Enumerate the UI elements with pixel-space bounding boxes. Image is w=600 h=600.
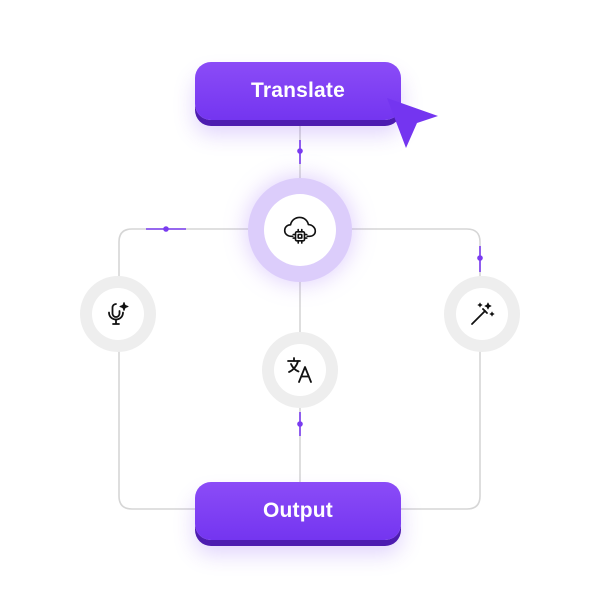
connector-dot <box>163 226 169 232</box>
connector-right-to-output <box>401 340 481 510</box>
magic-wand-icon <box>471 302 495 325</box>
connector-left-to-output <box>118 340 195 510</box>
output-button[interactable]: Output <box>195 482 401 540</box>
connector-dot <box>477 255 483 261</box>
microphone-sparkle-icon <box>108 302 129 325</box>
translate-language-node[interactable] <box>274 344 326 396</box>
microphone-sparkle-node[interactable] <box>92 288 144 340</box>
translate-button-label: Translate <box>250 79 345 102</box>
cloud-chip-icon <box>283 216 317 244</box>
connector-cloud-to-left <box>118 228 264 288</box>
translate-button[interactable]: Translate <box>195 62 401 120</box>
cursor-arrow-icon <box>387 98 438 148</box>
magic-wand-node[interactable] <box>456 288 508 340</box>
connector-dot <box>297 421 303 427</box>
connector-dot <box>297 148 303 154</box>
output-button-label: Output <box>262 499 333 522</box>
cloud-chip-node[interactable] <box>264 194 336 266</box>
connector-cloud-to-right <box>336 228 481 288</box>
translate-language-icon <box>287 357 312 383</box>
